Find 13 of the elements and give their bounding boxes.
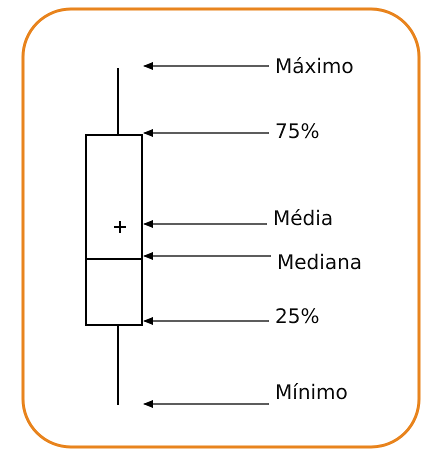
leader-arrow — [143, 129, 269, 137]
box-plot-drawing — [85, 67, 143, 406]
leader-arrow — [143, 252, 271, 260]
value-label: Média — [273, 206, 334, 230]
leader-arrow — [143, 400, 269, 408]
value-label: Mínimo — [275, 380, 348, 404]
leader-arrow — [143, 317, 269, 325]
value-label: Mediana — [277, 250, 362, 274]
value-label: 75% — [275, 119, 320, 143]
leader-arrow — [143, 220, 267, 228]
value-label: 25% — [275, 304, 320, 328]
leader-arrow — [143, 62, 269, 70]
value-label: Máximo — [275, 54, 354, 78]
